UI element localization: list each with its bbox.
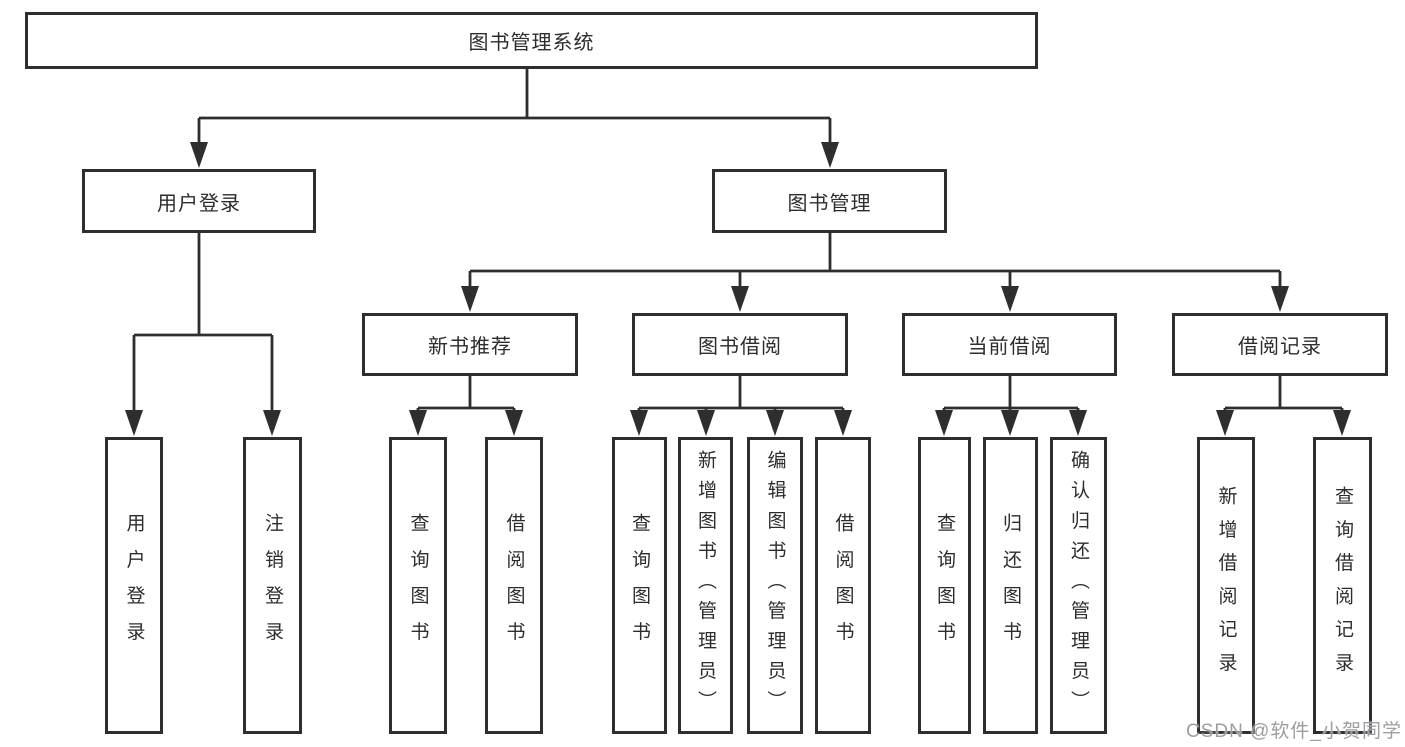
arrowheads	[125, 142, 1351, 436]
node-borrow-records: 借阅记录	[1172, 313, 1388, 376]
csdn-watermark: CSDN @软件_小贺同学	[1186, 721, 1402, 742]
leaf-query-books-current: 查询图书	[918, 437, 971, 734]
arrowhead	[1271, 286, 1289, 312]
arrowhead	[1069, 410, 1087, 436]
leaf-borrow-books: 借阅图书	[815, 437, 871, 734]
arrowhead	[1001, 286, 1019, 312]
leaf-add-borrow-record: 新增借阅记录	[1197, 437, 1255, 734]
node-new-book-recommend: 新书推荐	[362, 313, 578, 376]
node-book-borrow: 图书借阅	[632, 313, 848, 376]
leaf-user-login: 用户登录	[105, 437, 163, 734]
arrowhead	[731, 286, 749, 312]
leaf-logout: 注销登录	[243, 437, 302, 734]
node-current-borrow: 当前借阅	[902, 313, 1117, 376]
arrowhead	[1001, 410, 1019, 436]
leaf-query-books-recommend: 查询图书	[389, 437, 447, 734]
arrowhead	[630, 410, 648, 436]
arrowhead	[409, 410, 427, 436]
leaf-edit-books-admin: 编辑图书（管理员）	[747, 437, 803, 734]
arrowhead	[461, 286, 479, 312]
arrowhead	[505, 410, 523, 436]
node-library-management-system: 图书管理系统	[25, 12, 1038, 69]
arrowhead	[1333, 410, 1351, 436]
arrowhead	[190, 142, 208, 168]
leaf-query-borrow-record: 查询借阅记录	[1313, 437, 1372, 734]
arrowhead	[834, 410, 852, 436]
arrowhead	[1216, 410, 1234, 436]
node-user-login: 用户登录	[82, 169, 316, 233]
arrowhead	[125, 410, 143, 436]
leaf-borrow-books-recommend: 借阅图书	[485, 437, 543, 734]
leaf-query-books-borrow: 查询图书	[612, 437, 667, 734]
leaf-return-books: 归还图书	[983, 437, 1038, 734]
leaf-confirm-return-admin: 确认归还（管理员）	[1050, 437, 1107, 734]
arrowhead	[935, 410, 953, 436]
arrowhead	[697, 410, 715, 436]
node-book-management: 图书管理	[712, 169, 947, 233]
arrowhead	[821, 142, 839, 168]
arrowhead	[766, 410, 784, 436]
leaf-add-books-admin: 新增图书（管理员）	[678, 437, 733, 734]
arrowhead	[263, 410, 281, 436]
